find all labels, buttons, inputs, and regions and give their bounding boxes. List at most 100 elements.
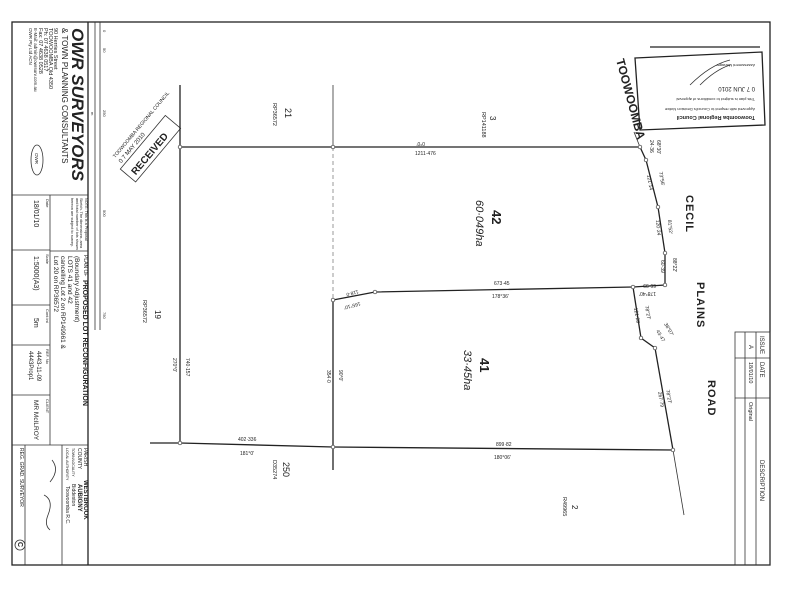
lot-boundaries	[150, 85, 685, 516]
dim-s3-bearing: 78°27'	[664, 389, 672, 404]
dim-top-bearing: 0°0'	[416, 140, 425, 146]
sheet-border	[11, 21, 771, 566]
received-council: TOOWOOMBA REGIONAL COUNCIL	[112, 91, 171, 160]
dim-top-dist: 1211·476	[415, 151, 436, 157]
parish-label: PARISH	[82, 448, 88, 467]
adj-lot-21: 21	[283, 108, 293, 118]
plan-desc-2: LOTS 41 and 42	[66, 256, 73, 304]
adj-lot-19: 19	[153, 310, 162, 319]
adj-lot-2: 2	[570, 505, 579, 510]
dim-mid-bearing: 178°36'	[492, 294, 509, 300]
dim-r1-dist: 24·36	[648, 140, 654, 153]
scale-units: m	[90, 112, 95, 116]
plan-desc-4: Lot 20 on RP36572	[52, 256, 59, 312]
owr-logo-text: OWR	[34, 153, 39, 165]
plan-title: PROPOSED LOT RECONFIGURATION	[81, 280, 88, 406]
plan-desc-1: (Boundary Adjustment)	[73, 256, 80, 322]
road-word-plains: PLAINS	[694, 282, 706, 328]
surveyor-signature	[43, 459, 56, 531]
dim-s2-dist: 43·47	[654, 329, 666, 343]
road-word-cecil: CECIL	[683, 195, 695, 233]
county-value: AUBIGNY	[76, 484, 82, 512]
firm-address1: 90 Herries Street	[52, 28, 58, 70]
rev-row-date: 18/01/10	[747, 362, 753, 383]
lot-labels: 42 60·049ha 41 33·45ha 21 RP36572 3 RP14…	[141, 103, 579, 516]
client-label: CLIENT	[45, 399, 50, 414]
lot-41-number: 41	[477, 358, 492, 372]
dim-bottom-left-dist: 402·336	[238, 437, 257, 443]
dim-bottom-right-bearing: 180°06'	[494, 455, 511, 461]
dim-s1-dist: 121·28	[632, 307, 641, 324]
parish-value: WESTBROOK	[82, 480, 88, 520]
dim-r3-bearing: 81°52'	[666, 220, 673, 235]
dim-r2-dist: 121·14	[645, 174, 654, 191]
title-block: OWR SURVEYORS & TOWN PLANNING CONSULTANT…	[12, 22, 89, 565]
dim-bottom-right-dist: 899·82	[496, 442, 512, 448]
plan-of-label: PLAN OF	[82, 255, 88, 276]
ref-value-2: 4443Prop1	[27, 351, 33, 381]
adj-lot-21-plan: RP36572	[271, 103, 277, 126]
scale-tick-750: 750	[102, 312, 107, 319]
firm-email: E-Mail: admin@owrsurv.com.au	[33, 28, 38, 92]
adj-lot-250: 250	[281, 462, 291, 477]
adj-lot-3: 3	[488, 116, 497, 121]
scale-bar: 0 50 250 500 750 m	[90, 22, 107, 330]
authority-label: LOCAL AUTHORITY	[65, 448, 69, 481]
scale-tick-50: 50	[102, 48, 107, 53]
copyright-icon	[14, 539, 26, 551]
scale-label: Scale	[45, 254, 50, 265]
dim-r3-dist: 120·24	[654, 220, 661, 236]
rev-header-issue: ISSUE	[758, 336, 764, 354]
lot-42-number: 42	[489, 210, 504, 224]
client-value: MR McILROY	[32, 400, 39, 441]
firm-subtitle: & TOWN PLANNING CONSULTANTS	[60, 28, 69, 163]
road-word-road: ROAD	[705, 380, 717, 416]
dim-r1-bearing: 68°30'	[655, 140, 661, 154]
dim-s2-bearing: 38°07'	[662, 322, 674, 337]
dim-s3-dist: 267·79	[656, 391, 665, 408]
authority-value: Toowoomba R.C.	[64, 486, 70, 524]
scale-tick-500: 500	[102, 210, 107, 217]
lot-42-area: 60·049ha	[473, 200, 485, 247]
county-label: COUNTY	[76, 448, 82, 470]
rev-row-issue: A	[747, 345, 753, 349]
adj-lot-2-plan: R49965	[561, 497, 567, 516]
copyright-mark: C	[16, 542, 23, 547]
adj-lot-3-plan: RP141188	[480, 112, 486, 138]
scale-tick-250: 250	[102, 110, 107, 117]
scale-tick-0: 0	[102, 30, 107, 33]
approval-text: Approved with respect to Council's Decis…	[664, 107, 755, 112]
approval-officer: Assessment Manager	[716, 63, 755, 68]
approval-sub: This plan is subject to conditions of ap…	[676, 97, 755, 102]
date-label: Date	[45, 199, 50, 208]
dim-r2-bearing: 73°56'	[657, 171, 665, 186]
rev-row-description: Original	[747, 402, 753, 421]
dim-mid-dist: 673·45	[494, 281, 510, 287]
lot-41-area: 33·45ha	[461, 350, 473, 390]
contour-label: Cont int	[45, 309, 50, 324]
surveyor-label: REG. GRAD. SURVEYOR	[18, 448, 24, 507]
firm-abn: OWR Pty Ltd ACN	[28, 28, 33, 65]
dim-mid-short-bearing: 178°40'	[639, 290, 656, 296]
adj-lot-19-plan: RP36572	[141, 300, 147, 323]
dim-left-dist: 740·157	[184, 358, 190, 377]
approval-signature	[689, 59, 731, 86]
town-label: TOWN/LOCALITY	[71, 448, 75, 477]
plan-desc-3: cancelling Lot 2 on RP149961 &	[59, 256, 66, 350]
dim-diag-bearing: 165°10'	[343, 300, 361, 310]
road-name: CECIL PLAINS ROAD	[683, 195, 717, 416]
dim-inner-dist: 354·0	[325, 370, 331, 383]
scale-value: 1:5000(A3)	[32, 256, 39, 291]
firm-phone: Ph: 07 4638 0517	[42, 28, 48, 71]
owr-logo	[30, 144, 44, 176]
approval-council: Toowoomba Regional Council	[676, 114, 755, 120]
firm-address2: TOOWOOMBA Qld 4350	[47, 28, 53, 89]
adj-lot-250-plan: D35274	[271, 460, 277, 479]
dim-s1-bearing: 78°27'	[643, 305, 651, 320]
rev-header-description: DESCRIPTION	[758, 460, 764, 501]
dim-left-bearing: 270°0'	[171, 358, 177, 372]
ref-value-1: 4443-11-09	[35, 351, 41, 382]
dim-mid-short-dist: 66·99	[643, 282, 656, 288]
toowoomba-stamp: TOOWOOMBA	[613, 57, 648, 141]
